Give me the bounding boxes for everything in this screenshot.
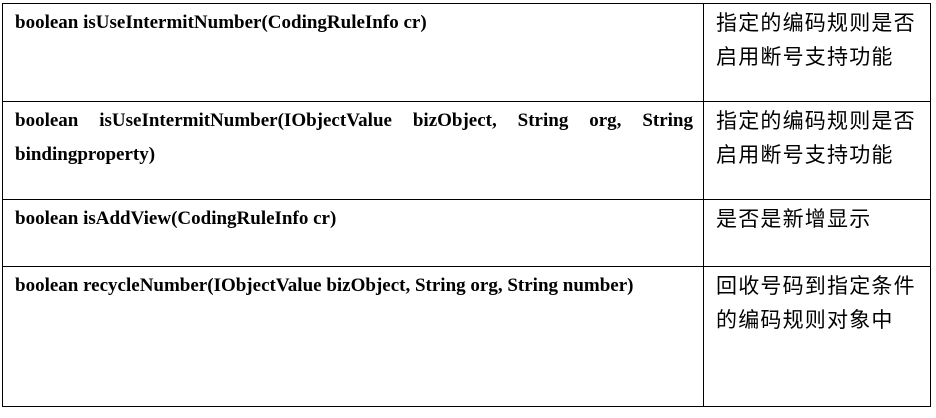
method-description: 指定的编码规则是否启用断号支持功能 — [703, 3, 931, 102]
table-row: boolean recycleNumber(IObjectValue bizOb… — [2, 266, 931, 407]
method-description: 回收号码到指定条件的编码规则对象中 — [703, 266, 931, 407]
api-method-table: boolean isUseIntermitNumber(CodingRuleIn… — [2, 3, 931, 407]
method-signature: boolean isUseIntermitNumber(CodingRuleIn… — [2, 3, 704, 102]
method-signature: boolean recycleNumber(IObjectValue bizOb… — [2, 266, 704, 407]
method-description: 指定的编码规则是否启用断号支持功能 — [703, 101, 931, 200]
method-signature: boolean isUseIntermitNumber(IObjectValue… — [2, 101, 704, 200]
table-row: boolean isUseIntermitNumber(CodingRuleIn… — [2, 3, 931, 102]
table-row: boolean isUseIntermitNumber(IObjectValue… — [2, 101, 931, 200]
method-signature: boolean isAddView(CodingRuleInfo cr) — [2, 199, 704, 267]
table-row: boolean isAddView(CodingRuleInfo cr) 是否是… — [2, 199, 931, 267]
method-description: 是否是新增显示 — [703, 199, 931, 267]
